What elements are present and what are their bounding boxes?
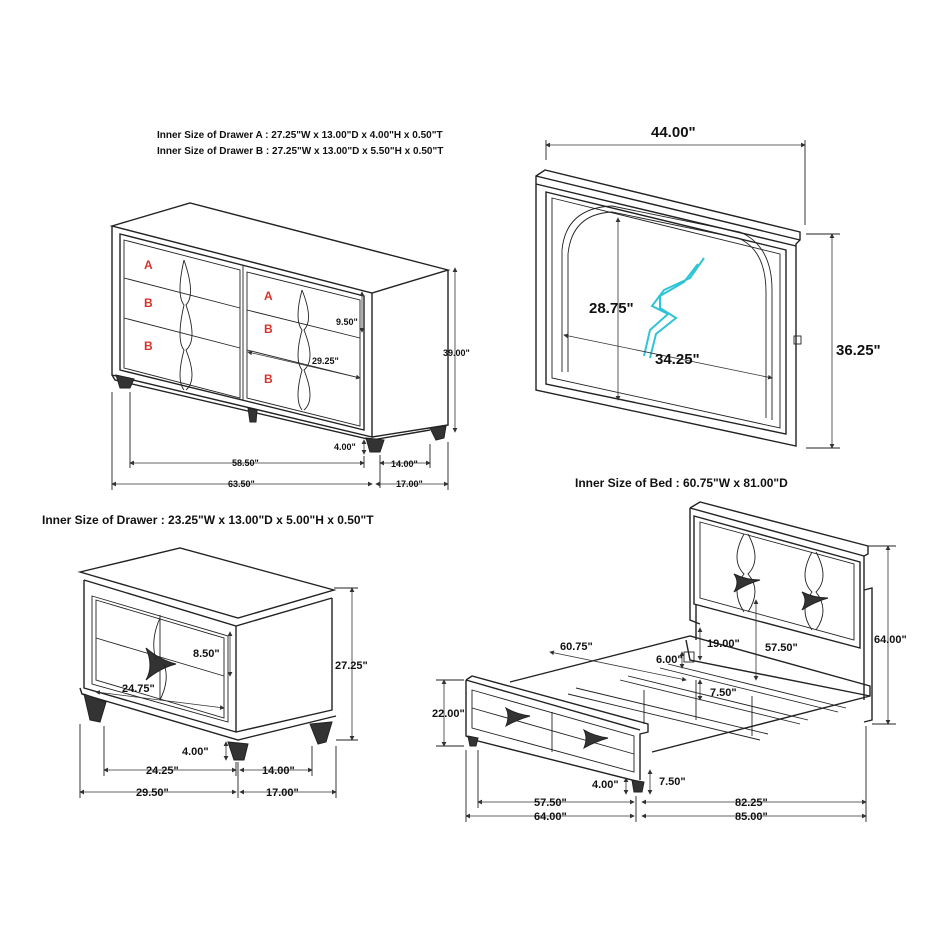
dresser-leg-depth-label: 14.00" bbox=[391, 459, 418, 469]
dresser-view: Inner Size of Drawer A : 27.25"W x 13.00… bbox=[109, 130, 470, 490]
bed-width-label: 64.00" bbox=[534, 811, 567, 823]
bed-inner-width-label: 60.75" bbox=[560, 641, 593, 653]
nightstand-drawer-width-label: 24.75" bbox=[122, 683, 155, 695]
drawer-letter: B bbox=[264, 322, 273, 336]
nightstand-height-label: 27.25" bbox=[335, 660, 368, 672]
dresser-width-label: 63.50" bbox=[228, 479, 255, 489]
dresser-inner-width-label: 58.50" bbox=[232, 458, 259, 468]
nightstand-drawer-size: Inner Size of Drawer : 23.25"W x 13.00"D… bbox=[42, 513, 374, 527]
nightstand-depth-label: 17.00" bbox=[266, 787, 299, 799]
nightstand-inner-width-label: 24.25" bbox=[146, 765, 179, 777]
mirror-view: 44.00" 36.25" 28.75" 34.25" bbox=[535, 124, 881, 449]
mirror-width-label: 44.00" bbox=[651, 124, 696, 141]
bed-inner-size: Inner Size of Bed : 60.75"W x 81.00"D bbox=[575, 476, 788, 490]
bed-leg-clearance-label: 7.50" bbox=[659, 776, 686, 788]
drawer-letter: B bbox=[144, 339, 153, 353]
bed-footboard-height-label: 22.00" bbox=[432, 708, 465, 720]
bed-rail-clearance-label: 19.00" bbox=[707, 638, 740, 650]
bed-headboard-height-label: 64.00" bbox=[874, 634, 907, 646]
mirror-inner-height-label: 28.75" bbox=[589, 300, 634, 317]
mirror-inner-width-label: 34.25" bbox=[655, 351, 700, 368]
dresser-drawer-a-size: Inner Size of Drawer A : 27.25"W x 13.00… bbox=[157, 130, 443, 141]
dresser-drawer-width-label: 29.25" bbox=[312, 356, 339, 366]
led-light-icon bbox=[643, 257, 705, 359]
bed-view: Inner Size of Bed : 60.75"W x 81.00"D bbox=[432, 476, 907, 823]
bed-length-inner-label: 82.25" bbox=[735, 797, 768, 809]
nightstand-view: Inner Size of Drawer : 23.25"W x 13.00"D… bbox=[42, 513, 374, 799]
bed-headboard-from-rail-label: 57.50" bbox=[765, 642, 798, 654]
nightstand-width-label: 29.50" bbox=[136, 787, 169, 799]
nightstand-drawer-height-label: 8.50" bbox=[193, 648, 220, 660]
dresser-leg-height-label: 4.00" bbox=[334, 442, 356, 452]
bed-leg-height-label: 4.00" bbox=[592, 779, 619, 791]
bed-length-label: 85.00" bbox=[735, 811, 768, 823]
mirror-height-label: 36.25" bbox=[836, 342, 881, 359]
drawer-letter: B bbox=[144, 296, 153, 310]
bed-side-rail-label: 6.00" bbox=[656, 654, 683, 666]
drawer-letter: A bbox=[144, 258, 153, 272]
drawer-letter: A bbox=[264, 289, 273, 303]
bed-slat-clearance-label: 7.50" bbox=[710, 687, 737, 699]
dresser-drawer-b-size: Inner Size of Drawer B : 27.25"W x 13.00… bbox=[157, 146, 443, 157]
nightstand-leg-depth-label: 14.00" bbox=[262, 765, 295, 777]
bed-footboard-inner-width-label: 57.50" bbox=[534, 797, 567, 809]
dresser-depth-label: 17.00" bbox=[396, 479, 423, 489]
drawer-letter: B bbox=[264, 372, 273, 386]
dresser-drawer-height-label: 9.50" bbox=[336, 317, 358, 327]
nightstand-leg-height-label: 4.00" bbox=[182, 746, 209, 758]
dresser-height-label: 39.00" bbox=[443, 348, 470, 358]
